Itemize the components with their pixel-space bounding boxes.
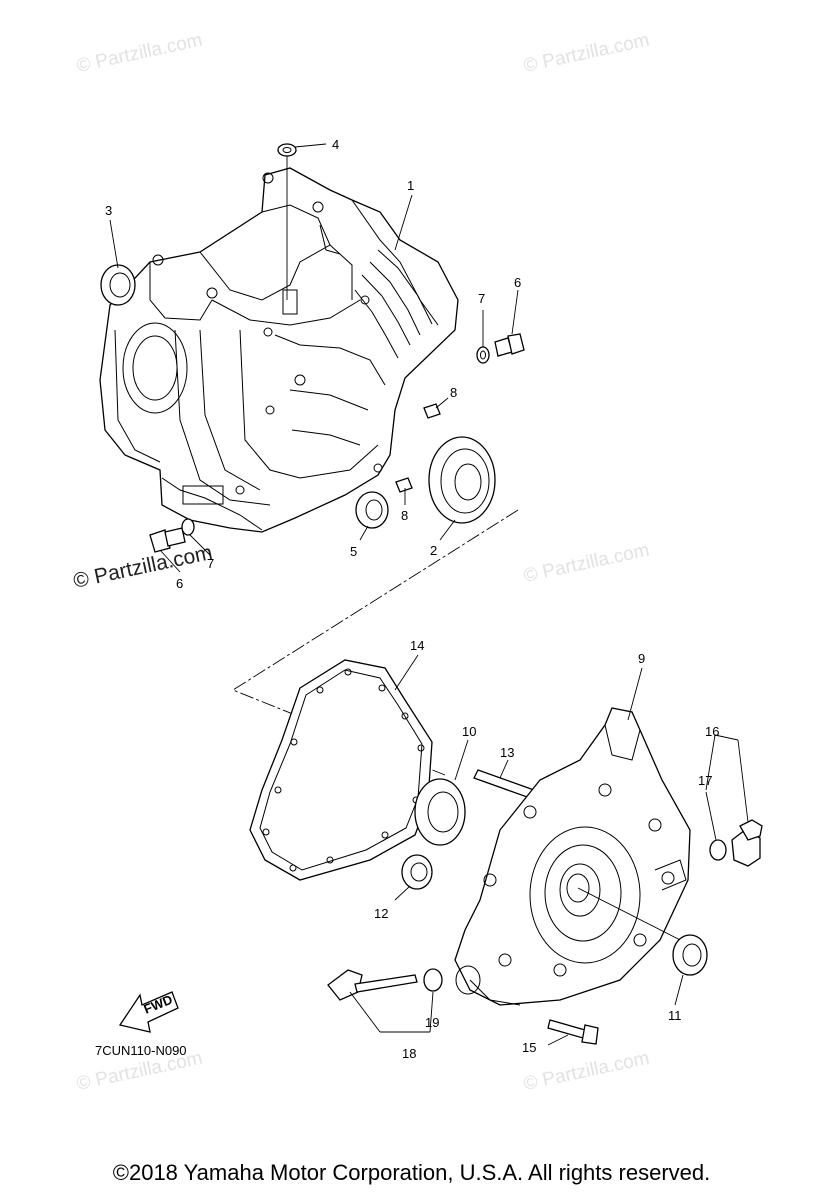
callout-2: 2: [430, 543, 437, 558]
bolt-6-lower: [149, 527, 186, 553]
watermark: © Partzilla.com: [75, 30, 205, 77]
callout-7: 7: [207, 556, 214, 571]
oil-seal-10: [414, 778, 466, 846]
oil-seal-11: [672, 934, 708, 976]
callout-7: 7: [478, 291, 485, 306]
callout-5: 5: [350, 544, 357, 559]
callout-8: 8: [401, 508, 408, 523]
callout-17: 17: [698, 773, 712, 788]
leader-lines: [109, 143, 749, 1046]
callout-18: 18: [402, 1046, 416, 1061]
crankcase: [99, 167, 459, 533]
bolt-15: [547, 1019, 599, 1045]
callout-14: 14: [410, 638, 424, 653]
gasket-14: [249, 659, 433, 881]
crankcase-cover: [454, 707, 691, 1006]
oil-seal-3: [100, 264, 136, 306]
watermark: © Partzilla.com: [522, 30, 652, 77]
watermark: © Partzilla.com: [71, 541, 214, 593]
o-ring-19: [423, 968, 443, 992]
callout-8: 8: [450, 385, 457, 400]
copyright-notice: ©2018 Yamaha Motor Corporation, U.S.A. A…: [112, 1160, 711, 1185]
callout-4: 4: [332, 137, 339, 152]
plug-16: [731, 819, 763, 867]
washer-7-upper: [476, 346, 490, 364]
callout-13: 13: [500, 745, 514, 760]
callout-10: 10: [462, 724, 476, 739]
oil-seal-12: [401, 854, 433, 890]
forward-arrow-icon: FWD: [118, 991, 179, 1033]
callout-9: 9: [638, 651, 645, 666]
o-ring-17: [709, 839, 727, 861]
dowel-pin-13: [473, 769, 535, 799]
callout-11: 11: [668, 1008, 682, 1023]
parts-diagram: © Partzilla.com © Partzilla.com © Partzi…: [71, 30, 763, 1095]
bearing-2: [428, 436, 496, 524]
diagram-code: 7CUN110-N090: [95, 1043, 187, 1058]
callout-3: 3: [105, 203, 112, 218]
washer-7-lower: [181, 518, 195, 536]
callout-6: 6: [176, 576, 183, 591]
watermark: © Partzilla.com: [522, 1048, 652, 1095]
watermark: © Partzilla.com: [522, 540, 652, 587]
callout-6: 6: [514, 275, 521, 290]
oil-seal-5: [355, 491, 389, 529]
callout-19: 19: [425, 1015, 439, 1030]
dowel-pin-8-lower: [395, 477, 413, 493]
bolt-6-upper: [494, 333, 525, 357]
washer-4: [277, 143, 297, 300]
callout-1: 1: [407, 178, 414, 193]
callout-15: 15: [522, 1040, 536, 1055]
callout-16: 16: [705, 724, 719, 739]
dipstick-18: [327, 969, 418, 1001]
callout-12: 12: [374, 906, 388, 921]
